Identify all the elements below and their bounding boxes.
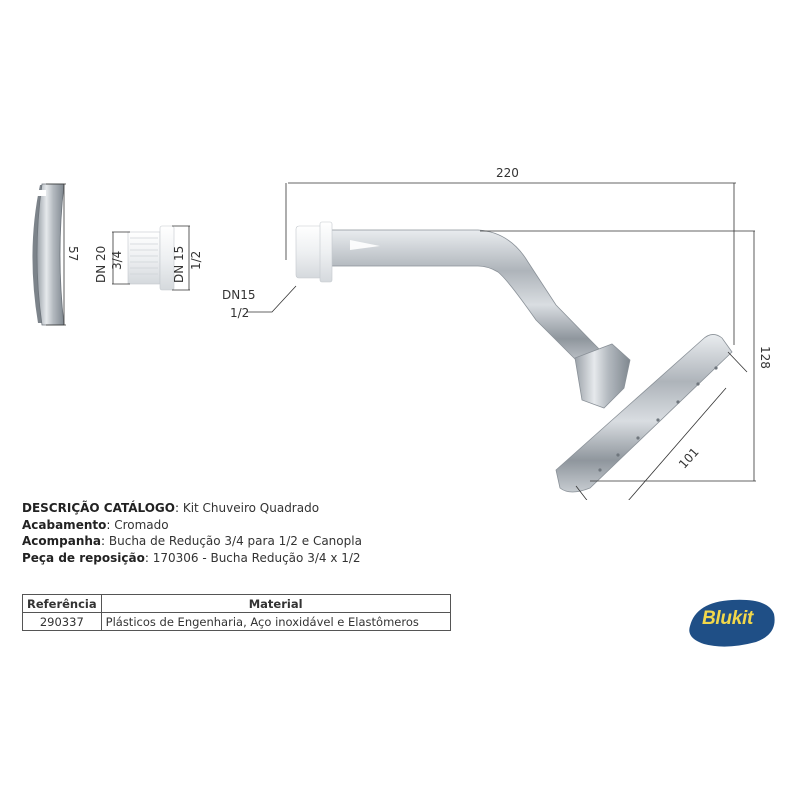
reducer-illustration xyxy=(127,225,175,291)
column-header-reference: Referência xyxy=(22,594,102,613)
shower-arm-illustration xyxy=(295,221,733,493)
description-label: Peça de reposição xyxy=(22,550,145,565)
spec-table: Referência Material 290337 Plásticos de … xyxy=(22,594,451,631)
table-row: 290337 Plásticos de Engenharia, Aço inox… xyxy=(22,612,451,631)
overall-height-label: 128 xyxy=(758,346,772,369)
description-value: Cromado xyxy=(114,517,169,532)
description-label: Acompanha xyxy=(22,534,102,548)
reducer-right-dn-label: DN 15 xyxy=(172,245,186,283)
blukit-logo: Blukit xyxy=(686,594,778,650)
product-description: DESCRIÇÃO CATÁLOGO: Kit Chuveiro Quadrad… xyxy=(22,500,362,566)
reference-cell: 290337 xyxy=(22,612,102,631)
technical-drawing xyxy=(32,182,756,500)
description-label: Acabamento xyxy=(22,517,107,532)
thread-inch-label: 1/2 xyxy=(230,306,250,320)
canopy-dimension-label: 57 xyxy=(66,246,80,262)
description-value: Bucha de Redução 3/4 para 1/2 e Canopla xyxy=(108,534,362,548)
reducer-right-inch-label: 1/2 xyxy=(189,250,203,270)
description-value: 170306 - Bucha Redução 3/4 x 1/2 xyxy=(152,550,361,565)
thread-dn-label: DN15 xyxy=(222,288,256,302)
description-line-catalog: DESCRIÇÃO CATÁLOGO: Kit Chuveiro Quadrad… xyxy=(22,501,320,515)
description-value: Kit Chuveiro Quadrado xyxy=(182,501,320,515)
shower-arm-dimension-lines xyxy=(246,182,756,500)
logo-text: Blukit xyxy=(702,608,753,629)
table-header-row: Referência Material xyxy=(22,594,451,613)
description-line-finish: Acabamento: Cromado xyxy=(22,517,169,532)
logo-badge-icon xyxy=(689,599,775,647)
column-header-material: Material xyxy=(100,594,451,613)
description-label: DESCRIÇÃO CATÁLOGO xyxy=(22,501,175,515)
reducer-left-inch-label: 3/4 xyxy=(110,250,124,270)
canopy-dimension-line xyxy=(46,183,66,326)
reducer-left-dn-label: DN 20 xyxy=(94,245,108,283)
canopy-illustration xyxy=(32,183,65,326)
description-line-includes: Acompanha: Bucha de Redução 3/4 para 1/2… xyxy=(22,534,362,548)
description-line-replacement: Peça de reposição: 170306 - Bucha Reduçã… xyxy=(22,550,361,565)
material-cell: Plásticos de Engenharia, Aço inoxidável … xyxy=(100,612,451,631)
reducer-dimension-lines xyxy=(112,225,190,291)
overall-length-label: 220 xyxy=(496,166,519,180)
